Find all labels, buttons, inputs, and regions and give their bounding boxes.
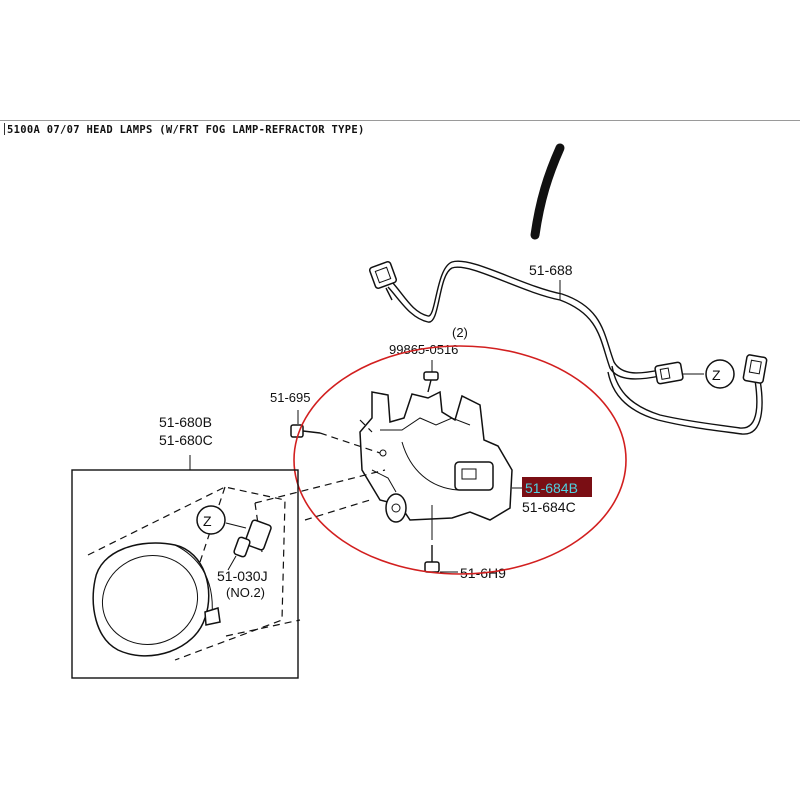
part-number-screw-left: 51-695 bbox=[270, 390, 310, 405]
part-number-lamp-b: 51-680B bbox=[159, 414, 212, 430]
diagram-section-title: 5100A 07/07 HEAD LAMPS (W/FRT FOG LAMP-R… bbox=[4, 123, 365, 136]
harness-connector-right bbox=[742, 354, 768, 384]
bulb-qty: (NO.2) bbox=[226, 585, 265, 600]
connector-ref-callout-right: Z bbox=[683, 359, 735, 389]
harness-connector-left bbox=[368, 260, 398, 301]
connector-ref-letter-right: Z bbox=[712, 367, 721, 383]
guide-line-5 bbox=[225, 619, 301, 637]
guide-line-1 bbox=[254, 469, 386, 504]
fog-lamp-housing bbox=[87, 486, 286, 661]
connector-ref-callout-lamp: Z bbox=[196, 505, 226, 535]
lamp-assembly-box bbox=[71, 469, 299, 679]
guide-line-2 bbox=[304, 499, 371, 521]
part-number-harness: 51-688 bbox=[529, 262, 573, 278]
fog-lamp-bracket bbox=[359, 390, 524, 540]
bolt-top-qty: (2) bbox=[452, 325, 468, 340]
fog-lamp-bulb bbox=[225, 519, 272, 571]
part-number-bracket-c: 51-684C bbox=[522, 499, 576, 515]
part-number-bracket-b: 51-684B bbox=[525, 480, 578, 496]
header-divider bbox=[0, 120, 800, 121]
bolt-top bbox=[423, 360, 439, 393]
title-text: 5100A 07/07 HEAD LAMPS (W/FRT FOG LAMP-R… bbox=[7, 124, 365, 136]
harness-connector-mid bbox=[654, 361, 684, 385]
wire-stroke-top bbox=[530, 143, 565, 240]
screw-left bbox=[290, 410, 321, 438]
guide-line-4 bbox=[359, 419, 373, 433]
highlight-circle bbox=[293, 345, 627, 575]
guide-line-3 bbox=[319, 432, 381, 454]
wiring-harness bbox=[368, 260, 768, 435]
part-number-bulb: 51-030J bbox=[217, 568, 268, 584]
bolt-bottom bbox=[424, 545, 458, 573]
part-number-bracket-highlight bbox=[522, 477, 592, 497]
connector-ref-letter-lamp: Z bbox=[203, 513, 212, 529]
title-bar-mark bbox=[4, 123, 5, 135]
part-number-lamp-c: 51-680C bbox=[159, 432, 213, 448]
